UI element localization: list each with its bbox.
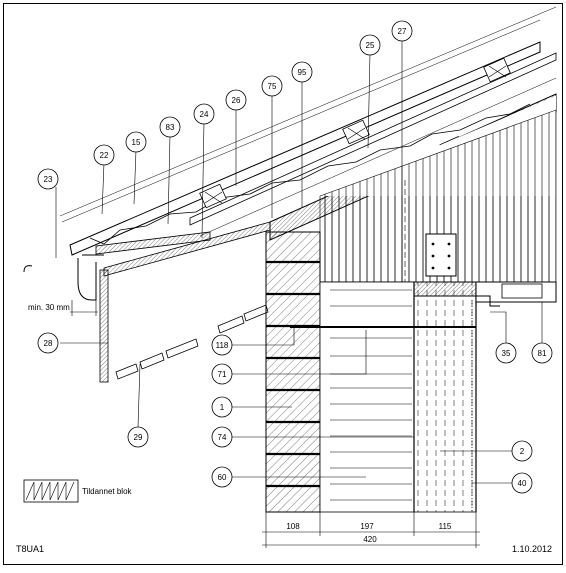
dim-insulation: 197 [360,522,374,531]
tile-profile [89,103,531,245]
callout-15: 15 [125,131,147,153]
svg-text:118: 118 [216,341,229,350]
callout-1: 1 [211,396,233,418]
svg-text:35: 35 [502,349,511,358]
svg-text:28: 28 [44,339,53,348]
callout-74: 74 [211,426,233,448]
callout-28: 28 [37,332,59,354]
roof-outline-2 [61,19,541,223]
callout-26: 26 [225,89,247,111]
fascia-vertical [99,269,109,383]
callouts: 23 22 15 83 24 26 75 95 25 27 28 118 71 … [37,20,553,494]
legend: Tildannet blok [23,479,133,503]
callout-25: 25 [359,34,381,56]
svg-text:27: 27 [398,27,407,36]
svg-text:15: 15 [132,138,141,147]
svg-text:25: 25 [366,41,375,50]
outer-brick-leaf [265,231,321,513]
callout-118: 118 [211,334,233,356]
cavity-insulation [290,281,476,513]
overhang-note: min. 30 mm [28,303,70,312]
dim-outer-leaf: 108 [286,522,300,531]
callout-27: 27 [391,20,413,42]
callout-2: 2 [511,440,533,462]
svg-text:95: 95 [298,68,307,77]
gutter-hook [23,265,33,273]
callout-22: 22 [93,144,115,166]
dimension-lines: 108 197 115 420 [262,512,480,548]
svg-text:81: 81 [538,349,547,358]
svg-text:83: 83 [166,123,175,132]
svg-text:26: 26 [232,96,241,105]
wall-plate-bracket [413,233,477,297]
svg-text:22: 22 [100,151,109,160]
callout-29: 29 [127,426,149,448]
callout-71: 71 [211,363,233,385]
roof-tiles [69,41,541,256]
svg-text:75: 75 [268,82,277,91]
svg-text:40: 40 [518,479,527,488]
svg-text:1: 1 [220,403,225,412]
vent-line [199,77,557,237]
svg-text:74: 74 [218,433,227,442]
svg-text:60: 60 [218,473,227,482]
svg-text:71: 71 [218,370,227,379]
callout-leaders [55,40,543,484]
legend-label: Tildannet blok [82,487,133,496]
callout-81: 81 [531,342,553,364]
callout-75: 75 [261,75,283,97]
dim-inner-leaf: 115 [439,522,452,531]
svg-text:24: 24 [200,110,209,119]
inner-leaf [413,281,477,513]
callout-83: 83 [159,116,181,138]
callout-60: 60 [211,466,233,488]
callout-24: 24 [193,103,215,125]
callout-23: 23 [37,168,59,190]
soffit-cladding [115,304,269,380]
dim-total: 420 [363,535,377,544]
drawing-code: T8UA1 [16,544,44,554]
ceiling-profile [475,281,557,307]
callout-95: 95 [291,61,313,83]
gutter [77,258,97,301]
frame-border [3,3,563,565]
callout-35: 35 [495,342,517,364]
callout-40: 40 [511,472,533,494]
roof-outline [59,6,557,217]
svg-text:2: 2 [520,447,525,456]
svg-text:23: 23 [44,175,53,184]
drawing-date: 1.10.2012 [512,544,552,554]
svg-text:29: 29 [134,433,143,442]
